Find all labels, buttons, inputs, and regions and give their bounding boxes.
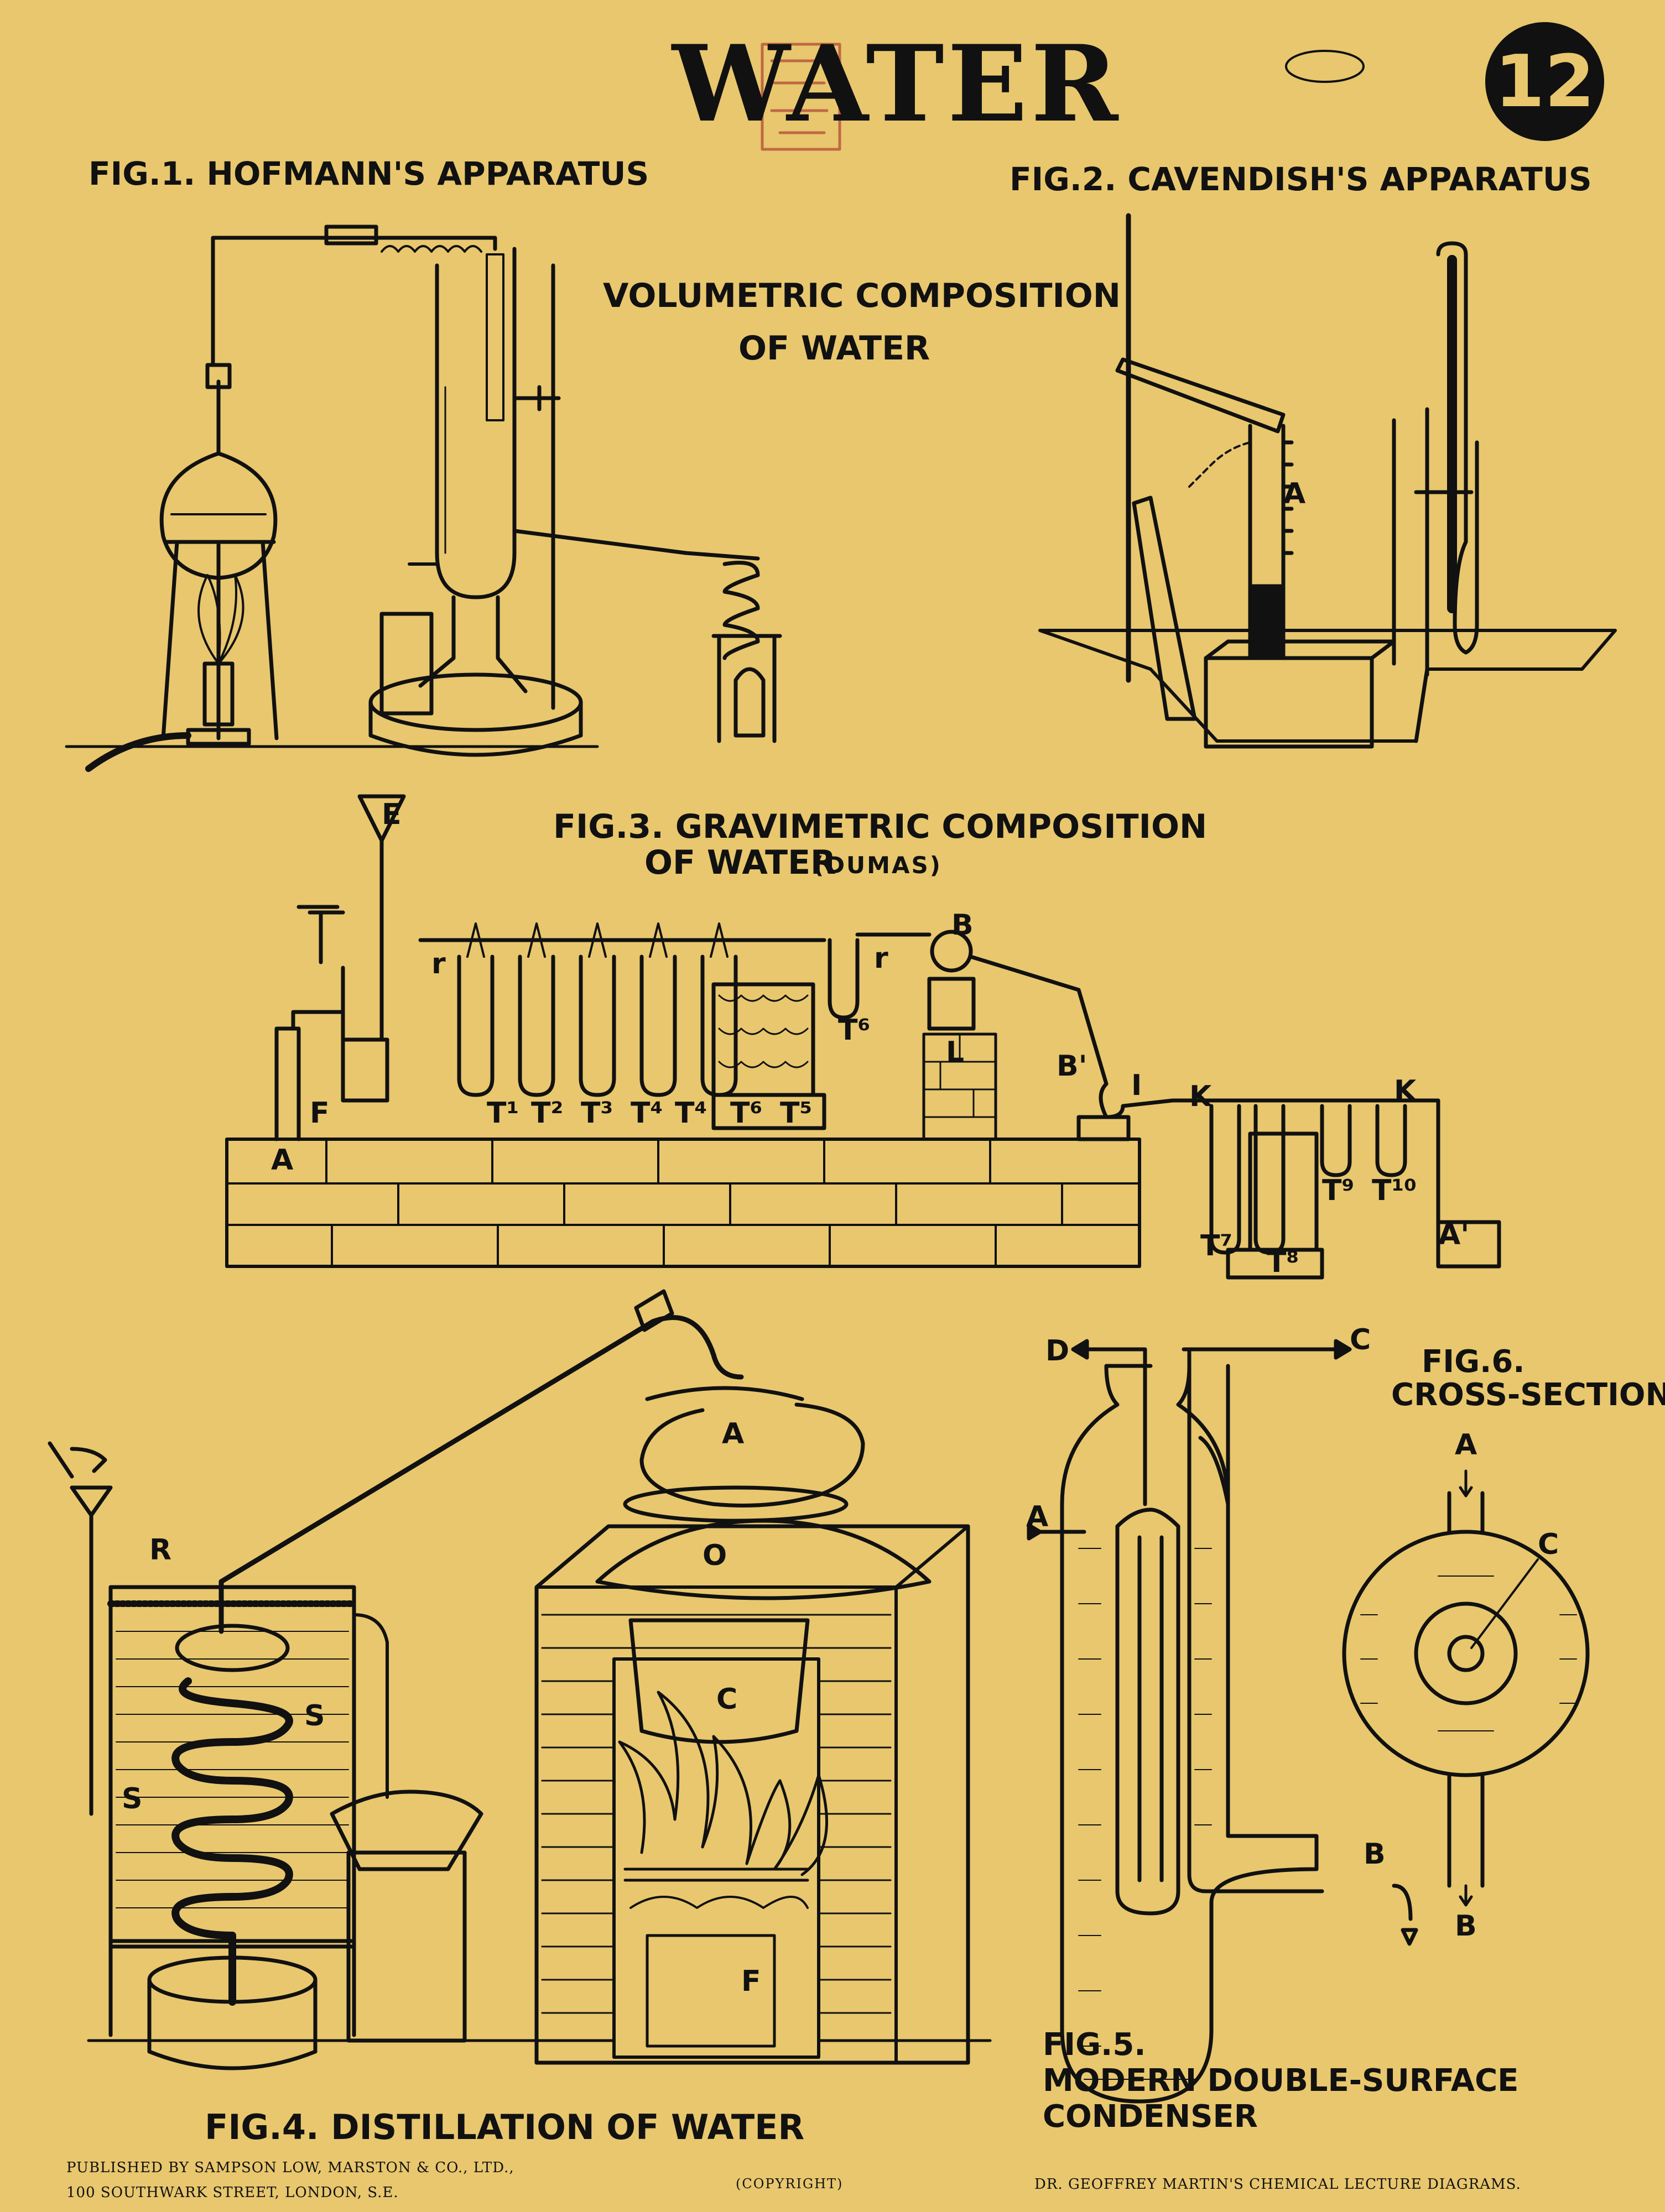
fig6-cross-section — [1342, 1469, 1590, 1907]
fig-labels: A E F A r r B L T¹ T² T³ T⁴ T⁴ T⁶ T⁵ T⁶ … — [122, 477, 1559, 1998]
footer-publisher-line1: PUBLISHED BY SAMPSON LOW, MARSTON & CO.,… — [66, 2159, 514, 2176]
fig4-label-s1: S — [304, 1699, 325, 1733]
fig5-label-c: C — [1350, 1323, 1371, 1357]
fig5-caption-line1: FIG.5. — [1043, 2027, 1146, 2063]
fig3-label-a-prime: A' — [1438, 1218, 1469, 1251]
fig3-label-t6a: T⁶ — [730, 1097, 762, 1130]
fig3-label-t2: T² — [531, 1097, 563, 1130]
fig3-label-k2: K — [1394, 1074, 1417, 1108]
fig4-label-r: R — [149, 1533, 171, 1567]
fig3-label-k1: K — [1189, 1080, 1213, 1113]
fig3-label-f: F — [310, 1097, 330, 1130]
fig4-label-s2: S — [122, 1782, 142, 1815]
fig3-dumas-apparatus — [225, 794, 1501, 1280]
fig3-label-t3: T³ — [581, 1097, 613, 1130]
fig4-label-o: O — [703, 1539, 727, 1572]
fig2-label-a: A — [1283, 477, 1305, 510]
fig1-caption: FIG.1. HOFMANN'S APPARATUS — [89, 155, 649, 192]
fig6-label-b: B — [1455, 1910, 1477, 1943]
fig3-label-t6b: T⁶ — [838, 1014, 870, 1047]
fig5-label-b: B — [1364, 1838, 1386, 1871]
footer-copyright: (COPYRIGHT) — [736, 2176, 844, 2192]
fig3-label-r1: r — [431, 947, 446, 980]
fig6-label-c: C — [1538, 1528, 1559, 1561]
fig3-label-r2: r — [874, 942, 888, 975]
fig3-label-t4b: T⁴ — [675, 1097, 707, 1130]
page-title: WATER — [672, 22, 1122, 145]
fig3-label-t5: T⁵ — [780, 1097, 812, 1130]
fig3-label-i: I — [1131, 1069, 1142, 1102]
fig6-caption-line2: CROSS-SECTION — [1391, 1377, 1665, 1413]
fig3-caption-line1: FIG.3. GRAVIMETRIC COMPOSITION — [553, 807, 1208, 846]
fig2-cavendish-apparatus — [1038, 213, 1617, 749]
ink-mark — [1285, 50, 1365, 83]
fig5-condenser — [1027, 1339, 1418, 2104]
fig5-label-a: A — [1026, 1500, 1048, 1533]
footer-series: DR. GEOFFREY MARTIN'S CHEMICAL LECTURE D… — [1034, 2176, 1521, 2193]
fig3-label-b: B — [951, 909, 974, 942]
subtitle-line2: OF WATER — [738, 329, 930, 368]
plate-number-badge: 12 — [1485, 22, 1604, 141]
fig2-caption: FIG.2. CAVENDISH'S APPARATUS — [1010, 160, 1592, 198]
fig4-distillation — [48, 1289, 992, 2070]
fig3-label-t9: T⁹ — [1322, 1174, 1354, 1207]
fig4-caption: FIG.4. DISTILLATION OF WATER — [205, 2107, 805, 2147]
fig6-label-a: A — [1455, 1428, 1477, 1462]
fig4-label-c: C — [716, 1683, 737, 1716]
fig3-caption-line2: OF WATER — [644, 843, 836, 882]
fig3-label-l: L — [946, 1036, 964, 1069]
fig3-label-t4a: T⁴ — [631, 1097, 663, 1130]
fig3-label-a: A — [271, 1144, 293, 1177]
footer-publisher-line2: 100 SOUTHWARK STREET, LONDON, S.E. — [66, 2184, 399, 2201]
fig3-label-e: E — [382, 798, 402, 831]
fig4-label-a: A — [722, 1417, 744, 1451]
fig3-label-b-prime: B' — [1057, 1050, 1088, 1083]
fig6-caption-line1: FIG.6. — [1422, 1344, 1525, 1380]
subtitle-line1: VOLUMETRIC COMPOSITION — [603, 276, 1121, 315]
fig4-label-f: F — [741, 1965, 761, 1998]
fig3-label-t7: T⁷ — [1200, 1229, 1232, 1262]
fig5-caption-line3: CONDENSER — [1043, 2099, 1258, 2135]
fig5-label-d: D — [1045, 1334, 1069, 1368]
fig3-label-t1: T¹ — [487, 1097, 519, 1130]
fig5-caption-line2: MODERN DOUBLE-SURFACE — [1043, 2063, 1519, 2099]
fig3-label-t8: T⁸ — [1267, 1246, 1299, 1279]
seal-stamp — [761, 43, 841, 151]
fig1-hofmann-apparatus — [65, 225, 782, 772]
fig3-label-t10: T¹⁰ — [1372, 1174, 1417, 1207]
fig3-caption-note: (DUMAS) — [813, 852, 942, 879]
